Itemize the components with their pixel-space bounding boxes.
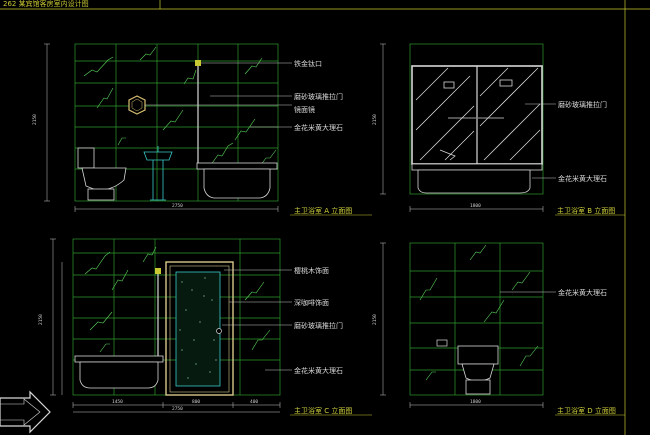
- elevation-a-height-dim: 2150: [32, 114, 38, 125]
- elevation-d-marble-veins: [419, 244, 539, 381]
- elevation-c: 1450 800 400 2750 2150 樱桃木饰面 深咖啡饰面 磨砂玻璃推…: [38, 238, 372, 416]
- bathtub-c-icon: [74, 355, 164, 389]
- elevation-c-width-dim: 2750: [172, 406, 183, 412]
- toilet-icon: [77, 147, 127, 201]
- elevation-c-sub-dim-2: 800: [192, 399, 200, 405]
- elevation-a-marble-veins: [83, 46, 277, 167]
- arrow-icon: [0, 390, 51, 434]
- elevation-c-label-3: 磨砂玻璃推拉门: [294, 321, 343, 330]
- elevation-a-label-3: 镜面镜: [294, 105, 315, 114]
- elevation-d-width-dim: 1800: [470, 399, 481, 405]
- bathtub-icon: [196, 162, 278, 199]
- sliding-glass-door: [411, 65, 543, 165]
- elevation-b: 1800 2150 磨砂玻璃推拉门 金花米黄大理石 主卫浴室 B 立面图: [372, 43, 625, 216]
- page-title: 262 某宾馆客房室内设计图: [3, 0, 89, 8]
- toilet-d-icon: [457, 345, 499, 395]
- elevation-c-marble-veins: [84, 246, 271, 373]
- elevation-a-width-dim: 2750: [172, 203, 183, 209]
- elevation-d: 1800 2150 金花米黄大理石 主卫浴室 D 立面图: [372, 242, 625, 416]
- elevation-a-label-1: 铁金钛口: [294, 59, 322, 68]
- elevation-d-caption: 主卫浴室 D 立面图: [557, 406, 616, 415]
- paper-holder-icon: [436, 339, 448, 347]
- hexagon-mirror-icon: [128, 95, 146, 115]
- elevation-a-label-4: 金花米黄大理石: [294, 123, 343, 132]
- elevation-a-label-2: 磨砂玻璃推拉门: [294, 92, 343, 101]
- pedestal-basin-icon: [143, 146, 173, 201]
- elevation-c-label-1: 樱桃木饰面: [294, 266, 329, 275]
- elevation-b-height-dim: 2150: [372, 114, 378, 125]
- elevation-c-sub-dim-3: 400: [250, 399, 258, 405]
- elevation-b-caption: 主卫浴室 B 立面图: [557, 206, 615, 215]
- hinged-door-icon: [165, 261, 234, 396]
- elevation-c-label-4: 金花米黄大理石: [294, 366, 343, 375]
- elevation-b-label-2: 金花米黄大理石: [558, 174, 607, 183]
- elevation-c-caption: 主卫浴室 C 立面图: [294, 406, 352, 415]
- elevation-c-height-dim: 2150: [38, 314, 44, 325]
- elevation-b-width-dim: 1800: [470, 203, 481, 209]
- elevation-a-dimension-lines: [44, 43, 279, 212]
- bathtub-b-icon: [411, 163, 543, 194]
- elevation-c-sub-dim-1: 1450: [112, 399, 123, 405]
- elevation-d-height-dim: 2150: [372, 314, 378, 325]
- elevation-d-label-1: 金花米黄大理石: [558, 288, 607, 297]
- elevation-a-leaders: [145, 62, 292, 128]
- door-knob-icon: [216, 328, 222, 334]
- elevation-a: 2750 2150 铁金钛口 磨砂玻璃推拉门 镜面镜 金花米黄大理石 主卫浴室 …: [32, 43, 372, 216]
- shower-head-icon: [195, 60, 201, 66]
- elevation-a-caption: 主卫浴室 A 立面图: [294, 206, 352, 215]
- elevation-c-label-2: 深咖啡饰面: [294, 298, 329, 307]
- elevation-b-label-1: 磨砂玻璃推拉门: [558, 100, 607, 109]
